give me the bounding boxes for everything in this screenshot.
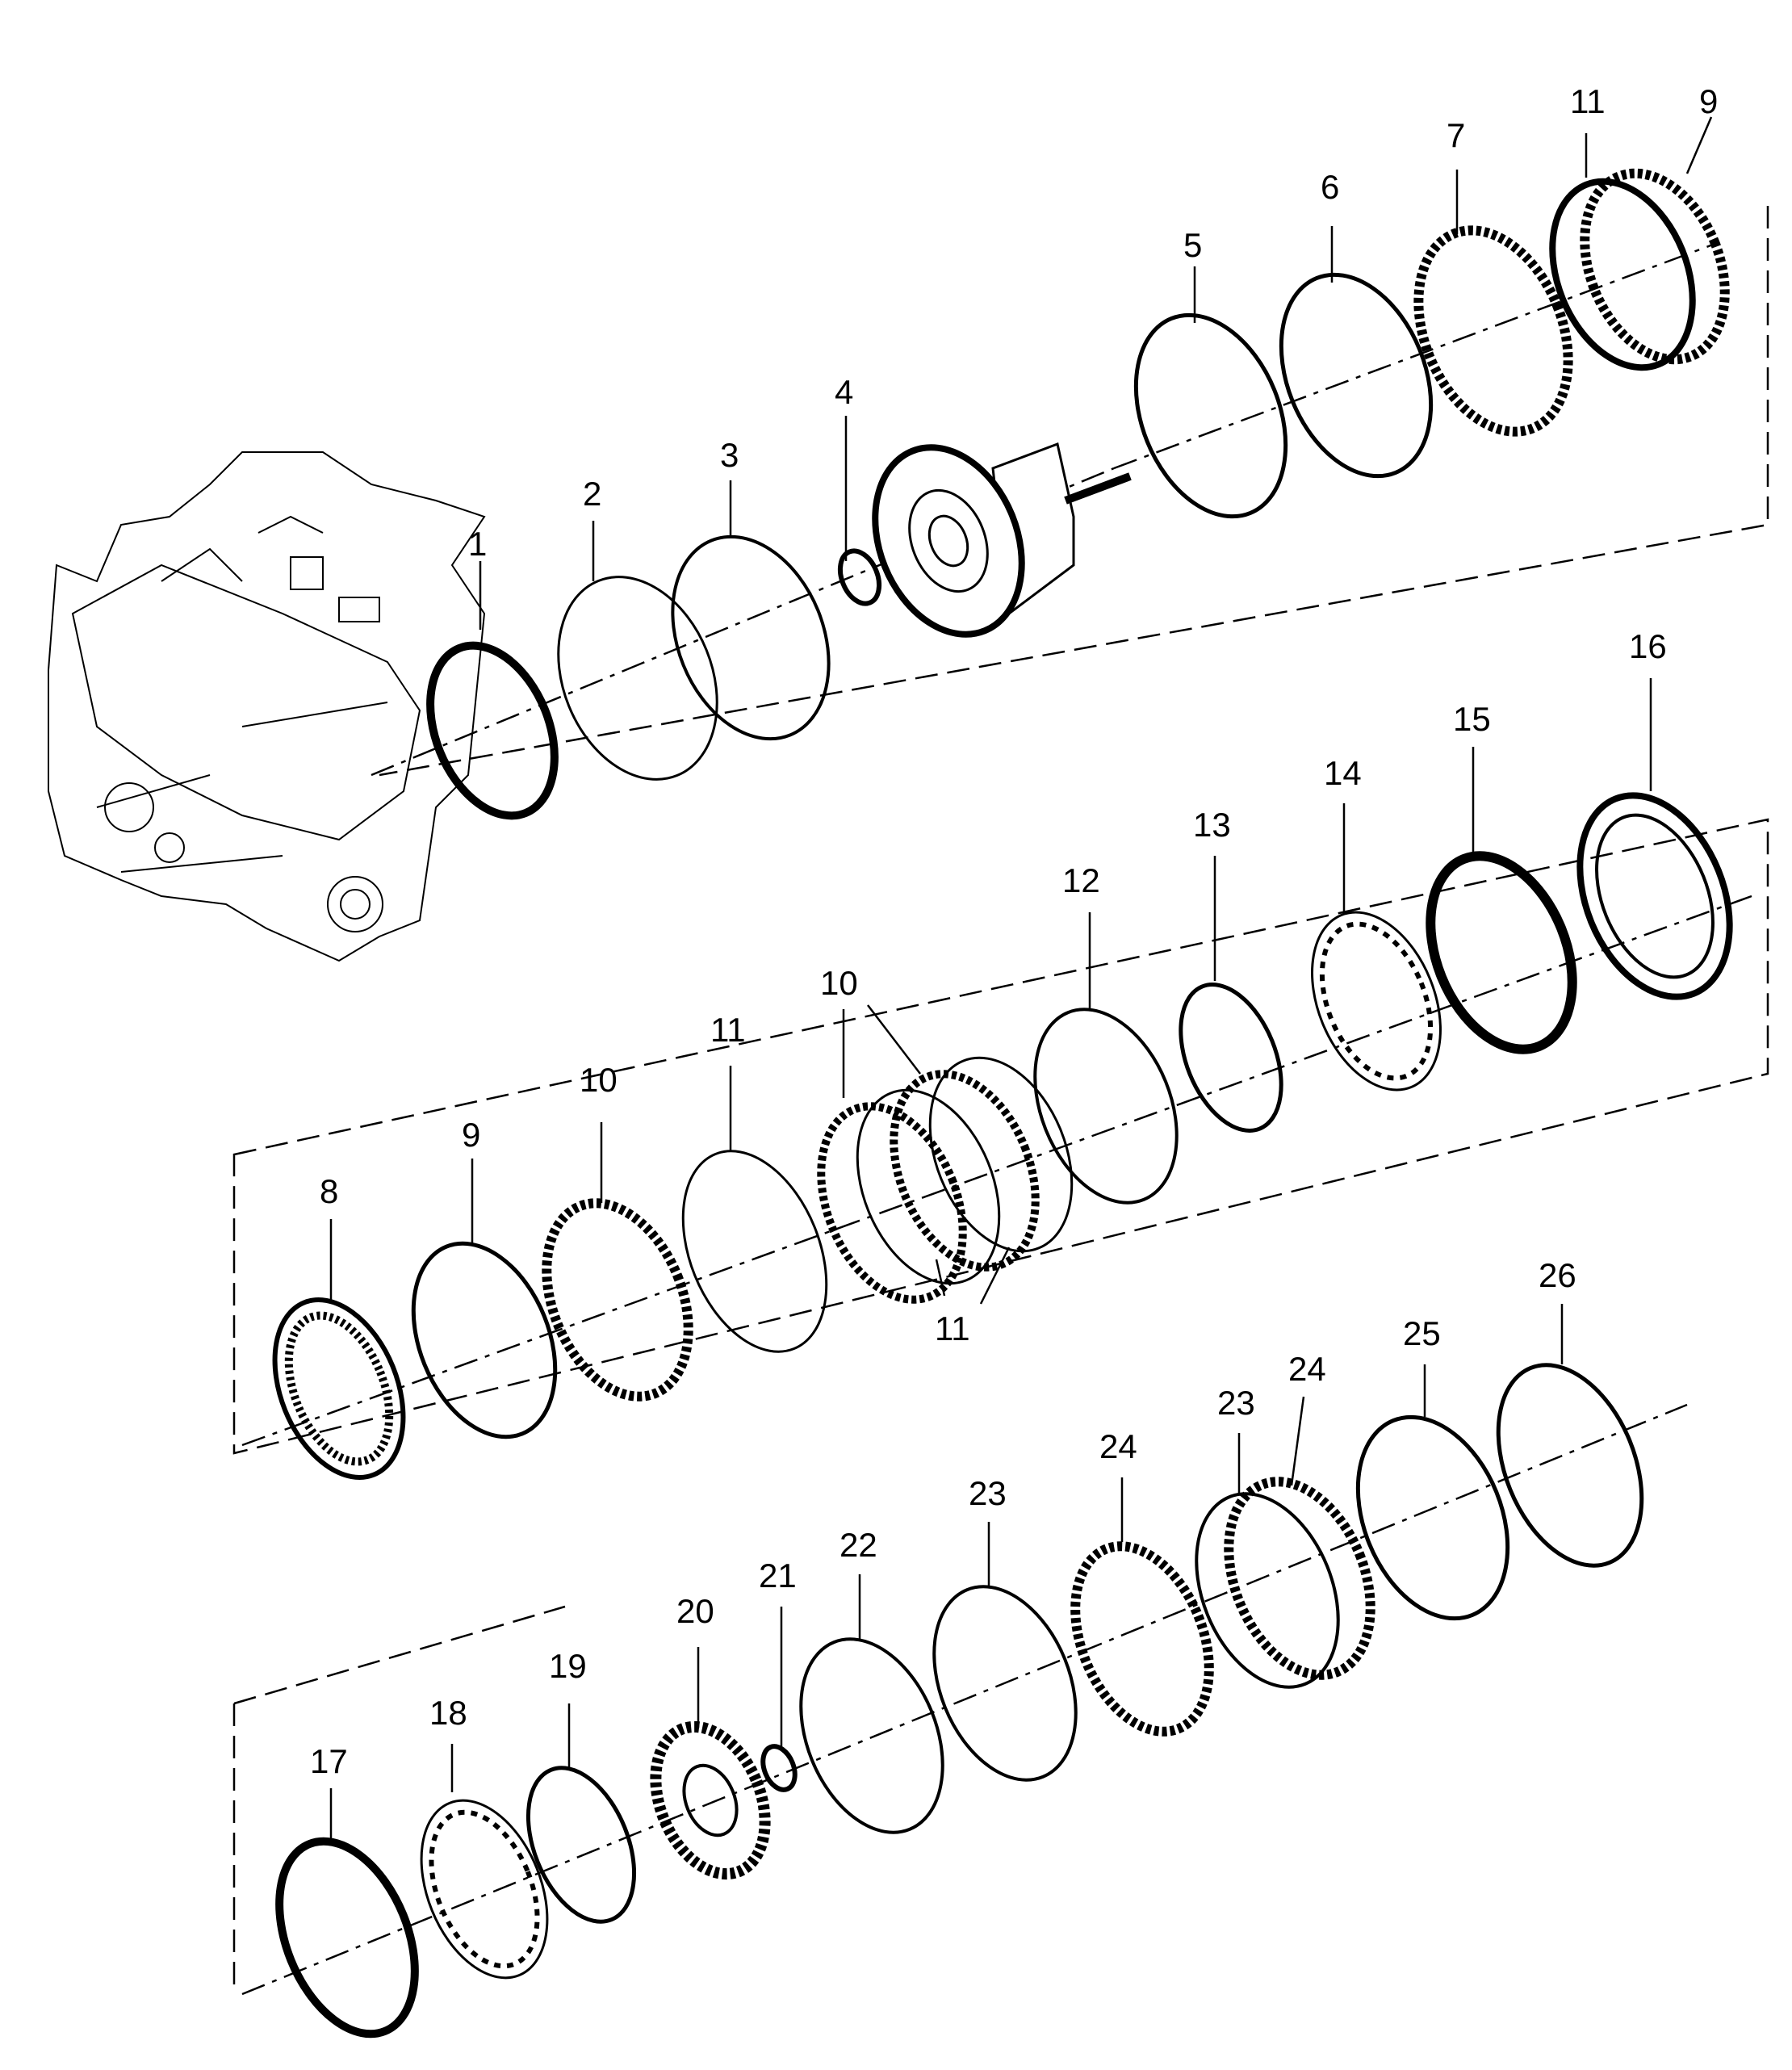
part-7-friction-plate <box>1413 225 1573 437</box>
callout-10-upper: 10 <box>820 964 858 1002</box>
callout-15: 15 <box>1453 700 1491 738</box>
callout-11-lower: 11 <box>935 1309 970 1347</box>
part-9-plate <box>411 1241 558 1439</box>
part-19-snap-ring <box>525 1766 637 1924</box>
callout-20: 20 <box>676 1592 714 1630</box>
part-23-plate <box>932 1585 1078 1782</box>
callout-1: 1 <box>468 525 487 563</box>
part-10-11-stack <box>817 1056 1074 1304</box>
part-8-9-top-assembly <box>1549 168 1730 371</box>
callout-11: 11 <box>710 1011 746 1049</box>
part-23-24-pair <box>1195 1477 1375 1689</box>
callout-8: 8 <box>320 1172 338 1210</box>
part-4-washer <box>837 548 882 606</box>
callout-25: 25 <box>1403 1314 1441 1352</box>
axis-line-middle <box>241 895 1752 1447</box>
callout-9-top: 9 <box>1699 82 1718 120</box>
callout-23: 23 <box>969 1474 1007 1512</box>
part-16-housing <box>1576 792 1733 1000</box>
callout-12: 12 <box>1062 861 1100 899</box>
part-14-spring <box>1311 911 1442 1092</box>
part-22-plate <box>799 1637 944 1834</box>
callout-18: 18 <box>429 1694 467 1732</box>
callout-5: 5 <box>1183 226 1202 264</box>
group-frame-top <box>379 206 1769 777</box>
callout-17: 17 <box>310 1742 348 1780</box>
axis-line-top-right <box>1113 241 1720 470</box>
callout-9: 9 <box>462 1116 480 1154</box>
part-24-friction-plate <box>1070 1541 1214 1737</box>
clutch-housing-assembly <box>872 442 1132 638</box>
callout-3: 3 <box>720 436 739 474</box>
transmission-housing-illustration <box>48 451 486 962</box>
part-26-snap-ring <box>1496 1363 1644 1568</box>
callout-21: 21 <box>759 1557 797 1594</box>
callout-4: 4 <box>835 373 853 411</box>
callout-11-right: 11 <box>1570 82 1606 120</box>
axis-line-bottom <box>241 1403 1688 1996</box>
callout-14: 14 <box>1324 754 1362 792</box>
callout-2: 2 <box>583 475 601 513</box>
part-20-hub <box>650 1720 771 1880</box>
callout-13: 13 <box>1193 806 1231 844</box>
group-frame-middle <box>232 818 1769 1455</box>
part-18-spring <box>420 1799 549 1980</box>
part-5-ring <box>1133 312 1288 519</box>
part-6-plate <box>1279 272 1434 479</box>
callout-23-right: 23 <box>1217 1384 1255 1422</box>
callout-26: 26 <box>1539 1256 1576 1294</box>
callout-6: 6 <box>1321 168 1339 206</box>
part-11-plate <box>681 1150 828 1353</box>
leader-lines <box>329 116 1713 1841</box>
callout-22: 22 <box>839 1526 877 1564</box>
callout-10: 10 <box>580 1061 618 1099</box>
part-3-snap-ring <box>671 534 831 741</box>
part-25-plate <box>1355 1414 1510 1621</box>
part-10-friction-plate <box>542 1198 693 1402</box>
part-21-washer <box>760 1744 798 1792</box>
callout-24-right: 24 <box>1288 1350 1326 1388</box>
part-12-plate <box>1033 1008 1179 1205</box>
callout-7: 7 <box>1447 116 1465 154</box>
part-1-ring <box>426 641 559 820</box>
group-frame-bottom <box>232 1605 566 1992</box>
part-13-snap-ring <box>1179 983 1283 1133</box>
part-15-piston <box>1426 851 1577 1054</box>
callout-24: 24 <box>1099 1427 1137 1465</box>
part-17-ring <box>275 1837 419 2039</box>
part-2-retainer <box>557 576 718 781</box>
callout-16: 16 <box>1629 627 1667 665</box>
callout-19: 19 <box>549 1647 587 1685</box>
part-8-ring <box>272 1297 406 1480</box>
